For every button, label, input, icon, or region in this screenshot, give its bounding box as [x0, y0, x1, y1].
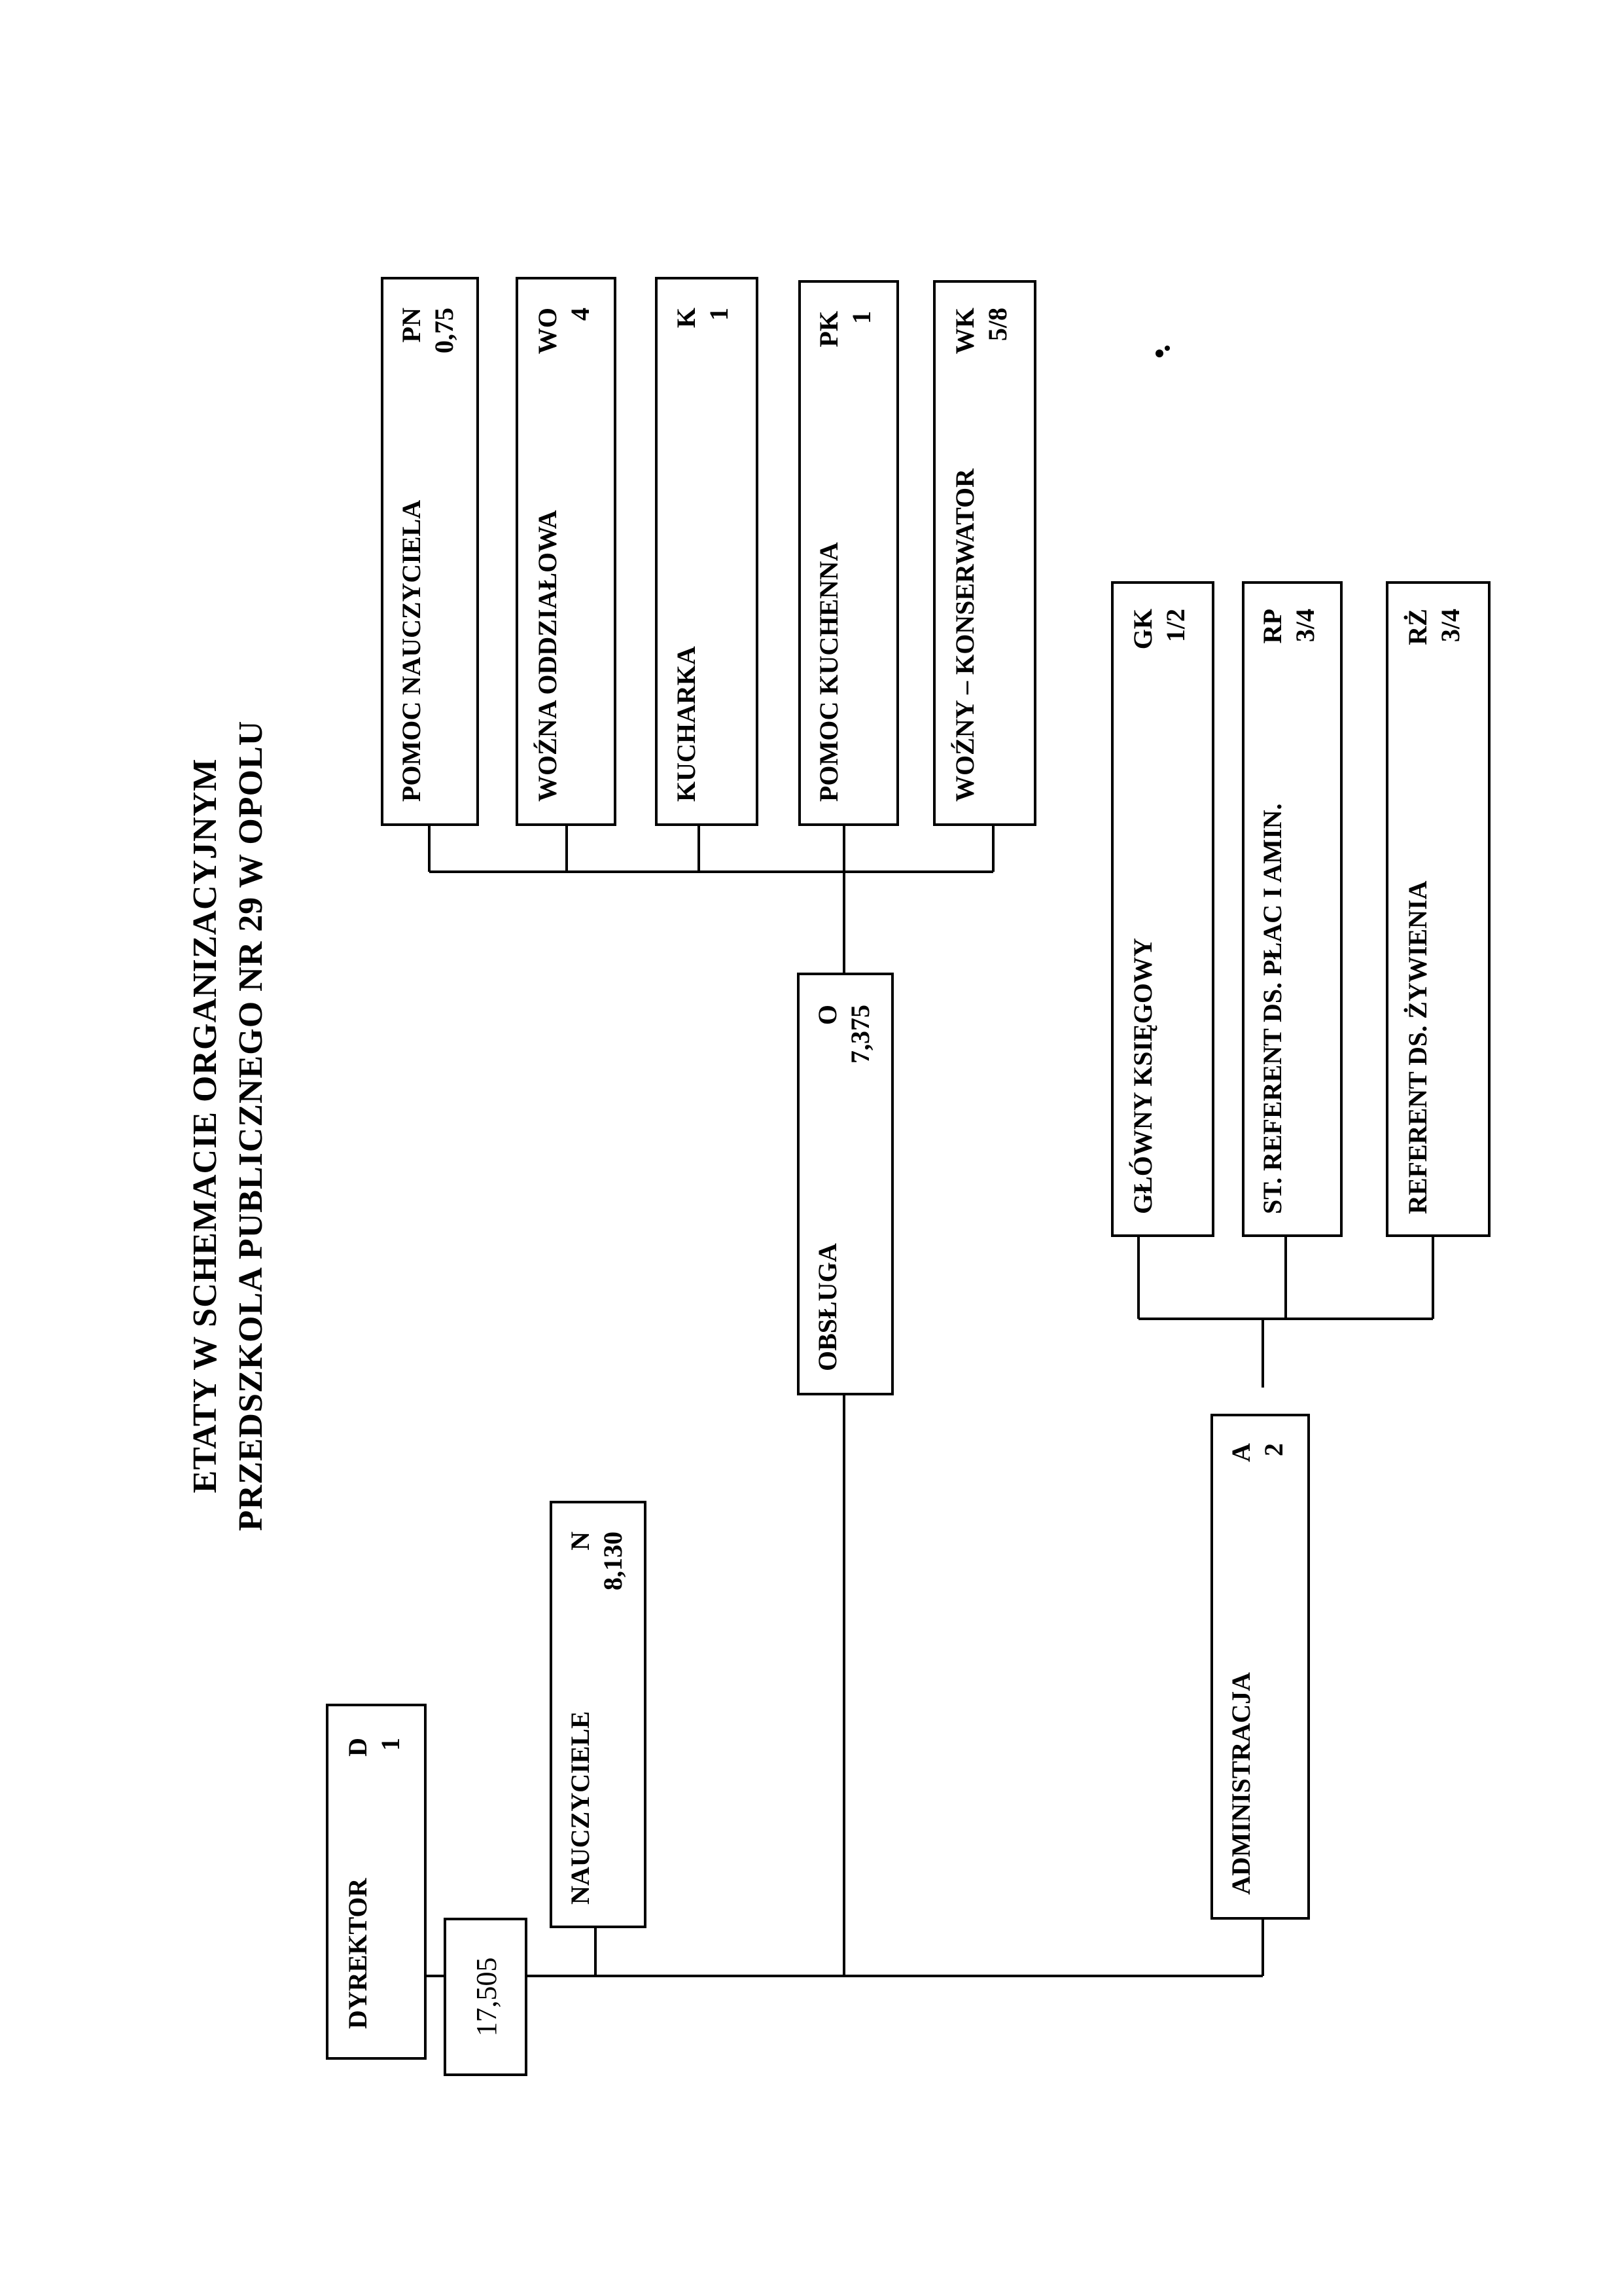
wozny-konserwator-fte: 5/8 — [983, 308, 1012, 341]
administracja-name: ADMINISTRACJA — [1226, 1672, 1256, 1895]
glowny-ksiegowy-code: GK — [1128, 609, 1157, 649]
pomoc-kuchenna-fte: 1 — [847, 311, 876, 324]
dyrektor-fte: 1 — [376, 1738, 405, 1751]
wozna-oddzialowa-code: WO — [533, 308, 562, 354]
node-kucharka: KUCHARKA K 1 — [655, 277, 758, 826]
st-referent-plac-code: RP — [1258, 609, 1287, 643]
node-wozny-konserwator: WOŹNY – KONSERWATOR WK 5/8 — [933, 280, 1036, 826]
pomoc-kuchenna-name: POMOC KUCHENNA — [814, 542, 843, 802]
node-pomoc-nauczyciela: POMOC NAUCZYCIELA PN 0,75 — [381, 277, 479, 826]
node-wozna-oddzialowa: WOŹNA ODDZIAŁOWA WO 4 — [516, 277, 616, 826]
stray-ink-mark — [1165, 346, 1170, 351]
nauczyciele-code: N — [565, 1532, 595, 1551]
node-glowny-ksiegowy: GŁÓWNY KSIĘGOWY GK 1/2 — [1111, 581, 1214, 1237]
obsluga-code: O — [813, 1005, 842, 1025]
nauczyciele-fte: 8,130 — [598, 1532, 627, 1590]
dyrektor-code: D — [343, 1738, 372, 1757]
chart-title-line-2: PRZEDSZKOLA PUBLICZNEGO NR 29 W OPOLU — [232, 721, 270, 1532]
node-dyrektor: DYREKTOR D 1 — [326, 1704, 427, 2060]
node-administracja: ADMINISTRACJA A 2 — [1210, 1414, 1310, 1920]
st-referent-plac-fte: 3/4 — [1290, 609, 1320, 642]
pomoc-kuchenna-code: PK — [814, 311, 843, 348]
stray-ink-mark — [1156, 350, 1163, 357]
total-fte-value: 17,505 — [470, 1958, 503, 2037]
kucharka-name: KUCHARKA — [671, 646, 701, 802]
node-total-fte: 17,505 — [444, 1918, 527, 2076]
obsluga-name: OBSŁUGA — [813, 1243, 842, 1371]
node-referent-zywienia: REFERENT DS. ŻYWIENIA RŻ 3/4 — [1386, 581, 1491, 1237]
node-obsluga: OBSŁUGA O 7,375 — [797, 973, 894, 1395]
node-st-referent-plac: ST. REFERENT DS. PŁAC I AMIN. RP 3/4 — [1242, 581, 1343, 1237]
wozna-oddzialowa-name: WOŹNA ODDZIAŁOWA — [533, 510, 562, 802]
administracja-code: A — [1226, 1443, 1256, 1462]
st-referent-plac-name: ST. REFERENT DS. PŁAC I AMIN. — [1258, 803, 1287, 1214]
dyrektor-name: DYREKTOR — [343, 1877, 372, 2029]
connector-lines — [425, 825, 1434, 1977]
node-nauczyciele: NAUCZYCIELE N 8,130 — [550, 1501, 646, 1928]
kucharka-fte: 1 — [704, 308, 733, 321]
glowny-ksiegowy-name: GŁÓWNY KSIĘGOWY — [1128, 938, 1157, 1214]
chart-title-line-1: ETATY W SCHEMACIE ORGANIZACYJNYM — [186, 759, 224, 1494]
pomoc-nauczyciela-code: PN — [397, 308, 426, 342]
wozny-konserwator-code: WK — [950, 308, 980, 354]
kucharka-code: K — [671, 308, 701, 328]
nauczyciele-name: NAUCZYCIELE — [565, 1711, 595, 1905]
referent-zywienia-fte: 3/4 — [1436, 609, 1465, 642]
referent-zywienia-name: REFERENT DS. ŻYWIENIA — [1403, 881, 1432, 1214]
pomoc-nauczyciela-name: POMOC NAUCZYCIELA — [397, 500, 426, 802]
referent-zywienia-code: RŻ — [1403, 609, 1432, 645]
glowny-ksiegowy-fte: 1/2 — [1161, 609, 1190, 642]
node-pomoc-kuchenna: POMOC KUCHENNA PK 1 — [798, 280, 899, 826]
wozny-konserwator-name: WOŹNY – KONSERWATOR — [950, 468, 980, 802]
wozna-oddzialowa-fte: 4 — [565, 308, 595, 321]
obsluga-fte: 7,375 — [845, 1005, 875, 1064]
pomoc-nauczyciela-fte: 0,75 — [429, 308, 459, 353]
administracja-fte: 2 — [1259, 1443, 1288, 1456]
